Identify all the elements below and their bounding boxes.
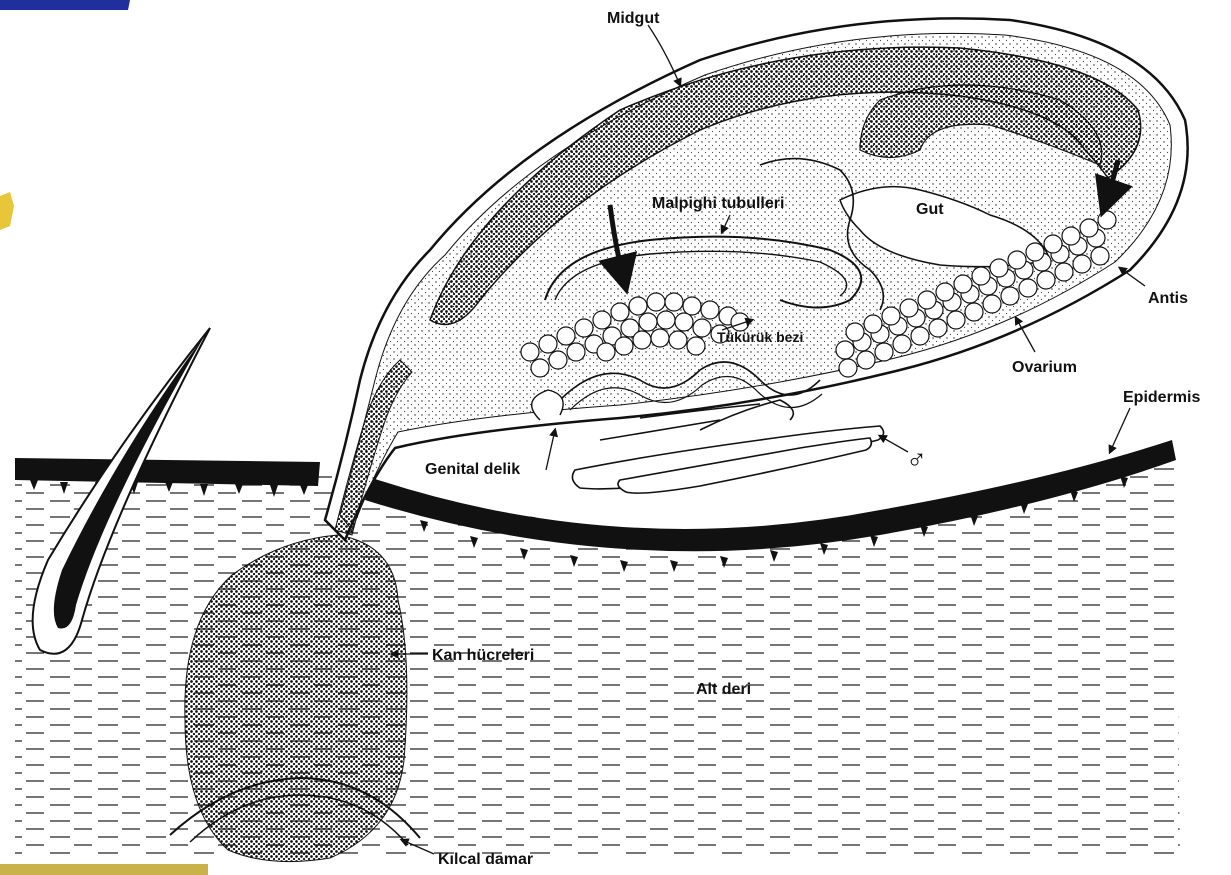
label-ovarium: Ovarium [1012,359,1077,376]
label-male-symbol: ♂ [906,443,927,474]
slide-bullet-fragment [0,192,14,230]
label-kilcal-damar: Kılcal damar [438,851,533,868]
label-alt-deri: Alt deri [696,681,751,698]
label-antis: Antis [1148,290,1188,307]
label-malpighi-tubulleri: Malpighi tubulleri [652,195,784,212]
slide-title-fragment [0,0,130,10]
label-genital-delik: Genital delik [425,461,520,478]
slide-bar-fragment [0,864,208,875]
label-tukuruk-bezi: Tükürük bezi [717,329,803,345]
label-kan-hucreleri: Kan hücreleri [432,647,534,664]
label-epidermis: Epidermis [1123,389,1200,406]
label-midgut: Midgut [607,10,660,27]
label-gut: Gut [916,201,944,218]
